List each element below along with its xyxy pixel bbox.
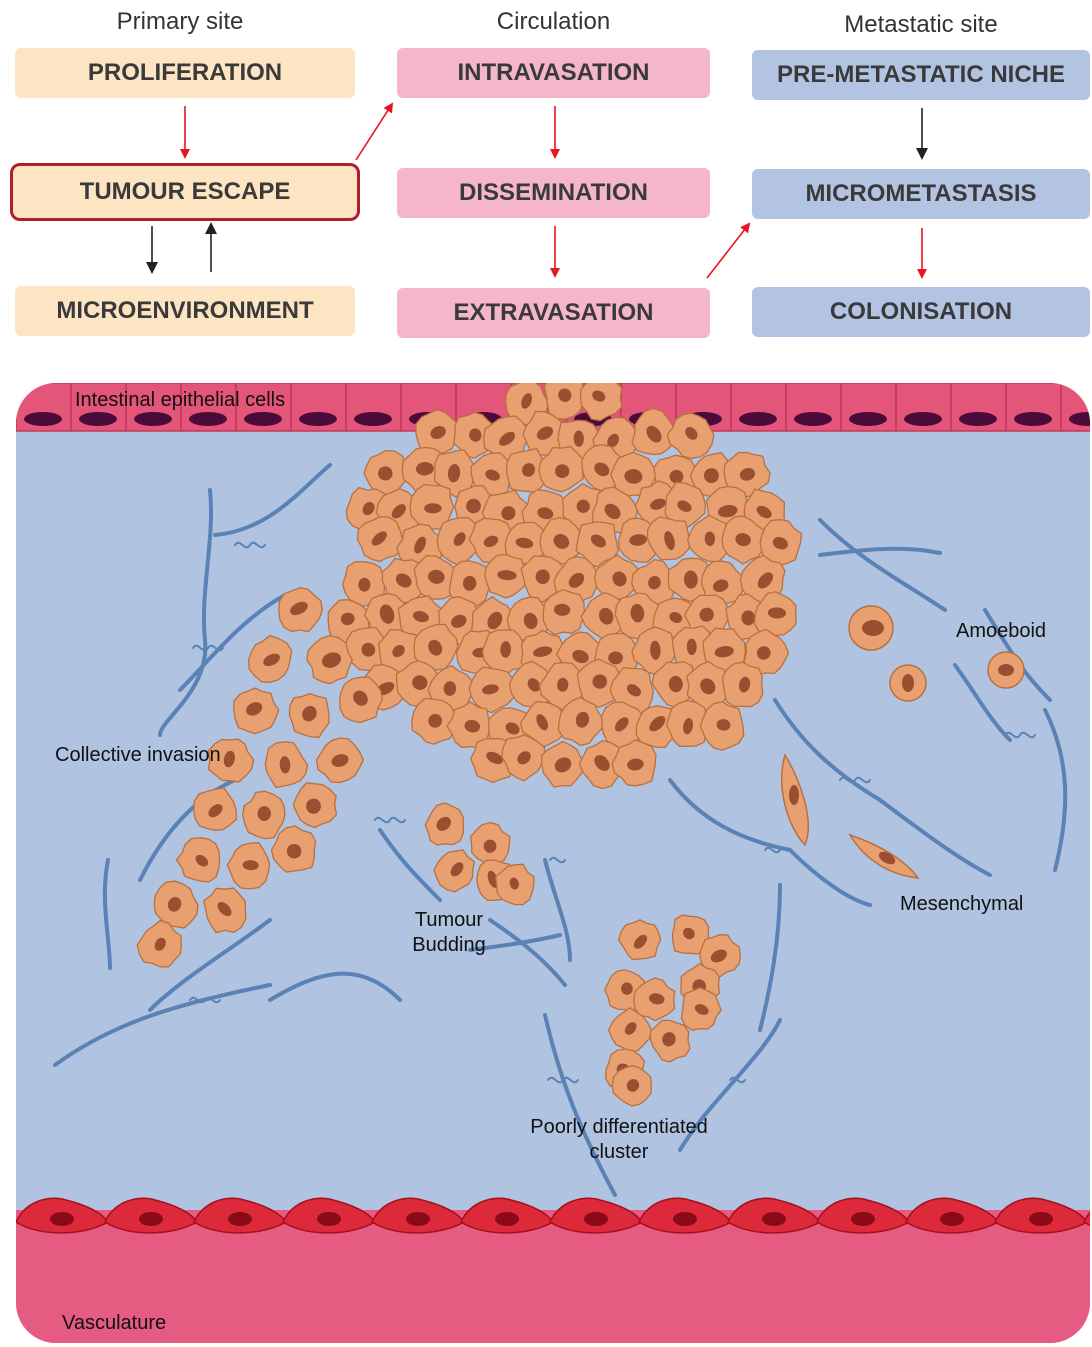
endothelial-nucleus <box>673 1212 697 1226</box>
epithelial-nucleus <box>354 412 392 426</box>
endothelial-nucleus <box>940 1212 964 1226</box>
epithelial-nucleus <box>134 412 172 426</box>
amoeboid-label: Amoeboid <box>956 620 1046 642</box>
poorly-differentiated-label-2: cluster <box>590 1141 649 1163</box>
epithelial-nucleus <box>189 412 227 426</box>
endothelial-nucleus <box>50 1212 74 1226</box>
endothelial-nucleus <box>851 1212 875 1226</box>
epithelial-nucleus <box>904 412 942 426</box>
epithelial-nucleus <box>739 412 777 426</box>
epithelial-nucleus <box>959 412 997 426</box>
mesenchymal-label: Mesenchymal <box>900 893 1023 915</box>
tumour-budding-label-2: Budding <box>412 934 485 956</box>
epithelial-label: Intestinal epithelial cells <box>75 389 285 411</box>
endothelial-nucleus <box>228 1212 252 1226</box>
endothelial-nucleus <box>406 1212 430 1226</box>
vasculature-label: Vasculature <box>62 1312 166 1334</box>
endothelial-nucleus <box>495 1212 519 1226</box>
epithelial-nucleus <box>849 412 887 426</box>
endothelial-nucleus <box>317 1212 341 1226</box>
epithelial-nucleus <box>299 412 337 426</box>
endothelial-nucleus <box>1029 1212 1053 1226</box>
epithelial-nucleus <box>24 412 62 426</box>
endothelial-nucleus <box>762 1212 786 1226</box>
epithelial-nucleus <box>794 412 832 426</box>
epithelial-nucleus <box>1014 412 1052 426</box>
epithelial-nucleus <box>79 412 117 426</box>
epithelial-nucleus <box>244 412 282 426</box>
collective-invasion-label: Collective invasion <box>55 744 221 766</box>
tumour-nucleus <box>424 503 442 513</box>
poorly-differentiated-label-1: Poorly differentiated <box>530 1116 708 1138</box>
endothelial-nucleus <box>584 1212 608 1226</box>
tumour-budding-label-1: Tumour <box>415 909 484 931</box>
endothelial-nucleus <box>139 1212 163 1226</box>
